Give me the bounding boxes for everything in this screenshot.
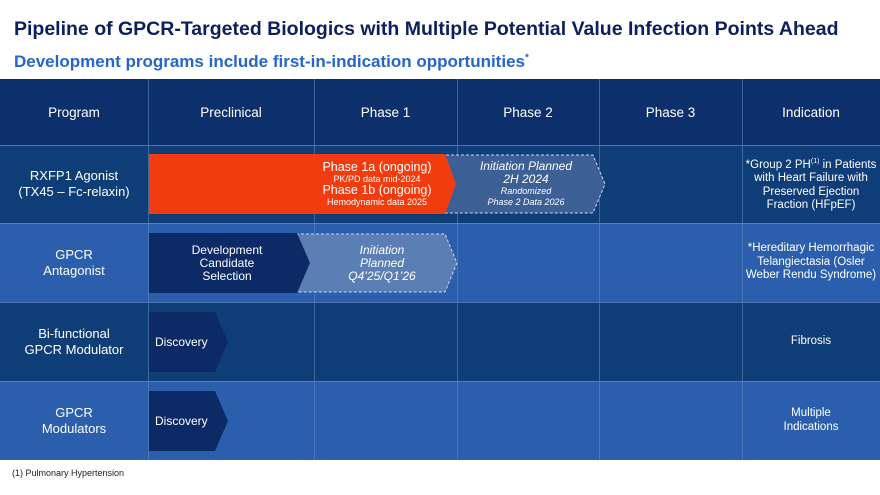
header-phase-2: Phase 2 [503,104,553,120]
planned-line-3: Q4’25/Q1’26 [348,268,416,283]
discovery-progress-bar: Discovery [149,391,229,451]
discovery-progress-bar: Discovery [149,312,229,372]
indication-text: *Group 2 PH(1) in Patients with Heart Fa… [742,145,880,223]
navy-arrow-shape [149,233,310,293]
navy-arrow-shape [149,312,228,372]
program-name: RXFP1 Agonist(TX45 – Fc-relaxin) [0,145,148,223]
planned-line-1: Initiation [359,242,405,257]
indication-prefix: *Group 2 PH [745,158,811,171]
header-phase-1: Phase 1 [360,104,411,120]
bar-line-1: Development [191,242,263,257]
program-name-line: GPCR [55,404,93,420]
indication-line: Multiple Indications [783,407,839,433]
indication-footnote-mark: (1) [810,158,820,166]
row-separator [0,223,880,224]
program-name-line: (TX45 – Fc-relaxin) [18,184,130,199]
bar-line-3: Selection [202,268,252,283]
row-separator [0,145,880,146]
orange-arrow-shape [149,154,456,214]
subtitle-footnote-mark: * [524,52,529,64]
program-name-line: GPCR Modulator [24,341,124,357]
planned-line-4: Phase 2 Data 2026 [487,197,565,207]
header-phase-3: Phase 3 [645,104,696,120]
program-name-line: Antagonist [43,262,105,278]
program-name-line: Bi-functional [38,325,110,341]
indication-text: Fibrosis [742,302,880,381]
bar-line-2: Candidate [199,255,255,270]
bar-line-1: Discovery [155,414,208,428]
bar-line-3: Phase 1b (ongoing) [322,183,432,197]
subtitle-text: Development programs include first-in-in… [14,52,525,71]
bar-line-4: Hemodynamic data 2025 [326,197,428,207]
row-separator [0,381,880,382]
planned-line-3: Randomized [500,186,552,196]
planned-line-2: Planned [359,255,405,270]
row-gpcr-modulators [0,381,880,460]
planned-line-2: 2H 2024 [503,172,549,186]
slide-title: Pipeline of GPCR-Targeted Biologics with… [14,18,839,40]
phase-1-progress-bar: Phase 1a (ongoing) PK/PD data mid-2024 P… [149,154,457,214]
column-divider [599,79,600,460]
indication-line: *Hereditary Hemorrhagic Telangiectasia (… [745,242,877,282]
navy-arrow-shape [149,391,228,451]
program-name-line: RXFP1 Agonist [29,168,119,183]
header-indication: Indication [782,104,840,120]
row-separator [0,302,880,303]
phase-2-planned-arrow: Initiation Planned 2H 2024 Randomized Ph… [440,154,606,214]
pipeline-table: Program Preclinical Phase 1 Phase 2 Phas… [0,79,880,460]
column-divider [148,79,149,460]
column-divider [742,79,743,460]
header-program: Program [48,104,100,120]
program-name-line: GPCR [55,246,93,262]
slide-subtitle: Development programs include first-in-in… [14,52,529,72]
column-divider [457,79,458,460]
header-row [0,79,880,145]
indication-line: Fibrosis [790,334,832,347]
program-name-line: Modulators [41,420,107,436]
indication-rest: in Patients with Heart Failure with Pres… [754,158,877,212]
preclinical-progress-bar: Development Candidate Selection [149,233,311,293]
row-bifunctional [0,302,880,381]
bar-line-1: Phase 1a (ongoing) [322,160,432,174]
bar-line-1: Discovery [155,335,208,349]
bar-line-2: PK/PD data mid-2024 [333,174,421,184]
planned-line-1: Initiation Planned [479,159,573,173]
footnote: (1) Pulmonary Hypertension [12,468,125,478]
indication-text: *Hereditary Hemorrhagic Telangiectasia (… [742,223,880,302]
header-preclinical: Preclinical [200,104,262,120]
indication-text: Multiple Indications [742,381,880,460]
phase-1-planned-arrow: Initiation Planned Q4’25/Q1’26 [290,233,458,293]
